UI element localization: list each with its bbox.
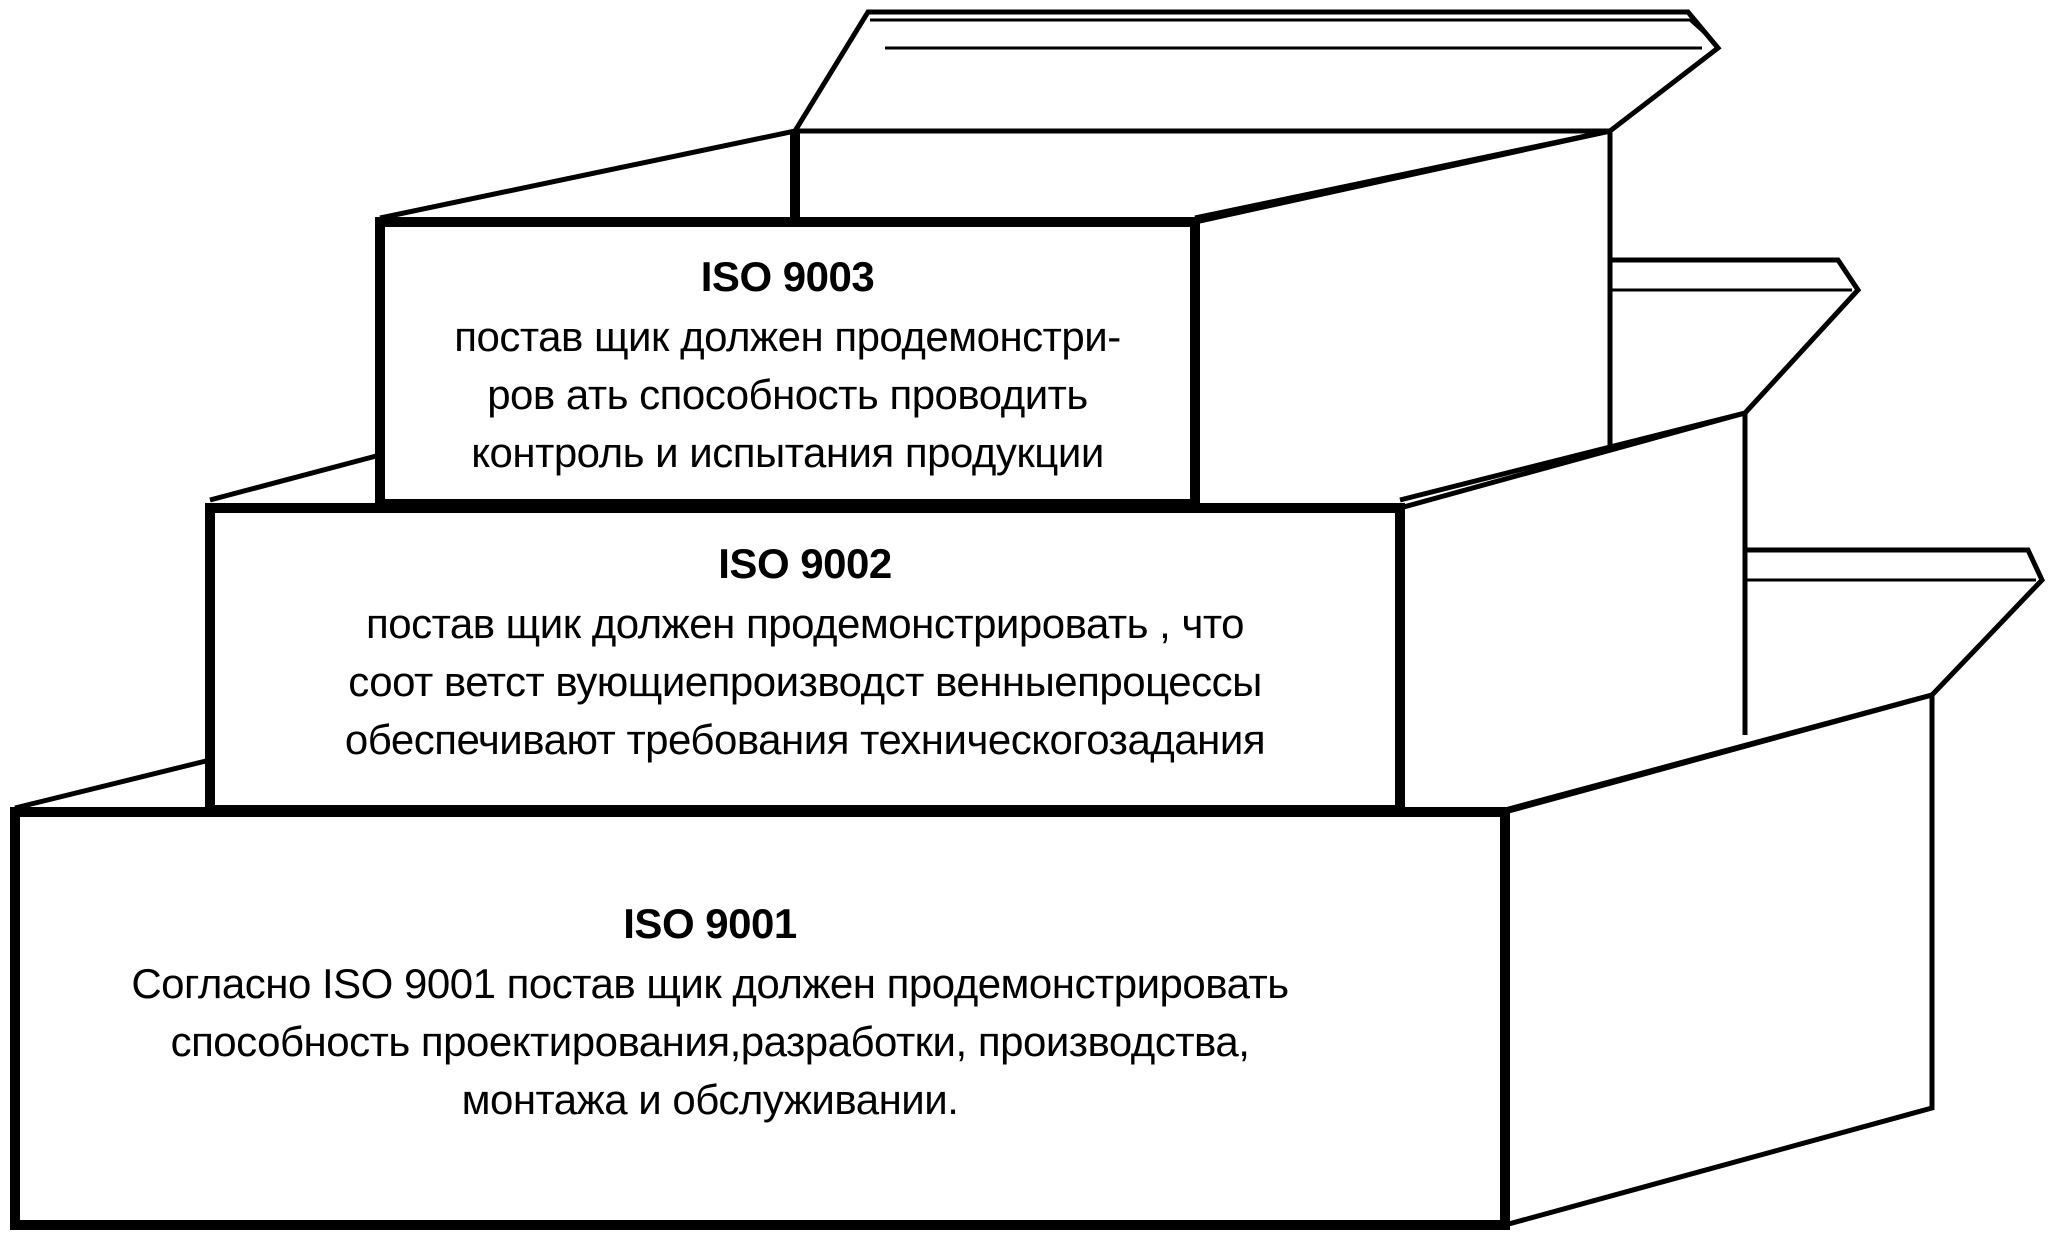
- iso-9001-title: ISO 9001: [623, 900, 797, 947]
- iso-9003-text: ISO 9003 постав щик должен продемонстри-…: [385, 248, 1190, 482]
- box-iso-9003-side: [1194, 127, 1613, 445]
- box-iso-9001-flap: [1745, 547, 2045, 697]
- box-iso-9002-side: [1399, 409, 1748, 735]
- iso-9003-line-2: ров ать способность проводить: [487, 371, 1088, 418]
- box-iso-9002-front: [205, 503, 1405, 815]
- iso-9001-text: ISO 9001 Согласно ISO 9001 постав щик до…: [20, 895, 1400, 1129]
- box-iso-9001: [10, 547, 2045, 1230]
- iso-9002-line-2: соот ветст вующиепроизводст венныепроцес…: [348, 658, 1262, 705]
- box-iso-9002: [205, 257, 1862, 815]
- iso-9001-line-2: способность проектирования,разработки, п…: [170, 1018, 1250, 1065]
- iso-9002-title: ISO 9002: [718, 540, 892, 587]
- box-iso-9003-flap: [792, 9, 1722, 133]
- box-iso-9002-flap: [1610, 257, 1862, 415]
- iso-9003-line-1: постав щик должен продемонстри-: [454, 313, 1121, 360]
- iso-9003-title: ISO 9003: [700, 253, 875, 300]
- iso-9002-text: ISO 9002 постав щик должен продемонстрир…: [215, 535, 1395, 769]
- iso-9001-line-1: Согласно ISO 9001 постав щик должен прод…: [131, 960, 1289, 1007]
- iso-9001-line-3: монтажа и обслуживании.: [461, 1076, 959, 1123]
- iso-9002-line-1: постав щик должен продемонстрировать , ч…: [365, 600, 1245, 647]
- iso-9003-line-3: контроль и испытания продукции: [471, 429, 1104, 476]
- box-iso-9003-back-rim: [379, 128, 1611, 221]
- iso-9002-line-3: обеспечивают требования техническогозада…: [344, 716, 1266, 763]
- box-iso-9003-flap-edge-2: [870, 18, 1714, 42]
- box-iso-9001-front: [10, 807, 1510, 1230]
- box-iso-9001-side: [1504, 691, 1935, 1228]
